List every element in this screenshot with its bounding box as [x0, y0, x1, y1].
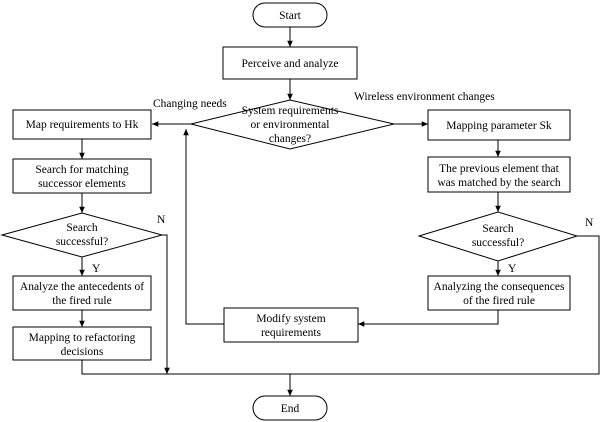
search-right-line1: Search	[482, 223, 514, 235]
label-right-no: N	[585, 217, 594, 229]
mapping-sk-node: Mapping parameter Sk	[427, 109, 571, 141]
start-label: Start	[279, 10, 302, 22]
decision-main-node: System requirements or environmental cha…	[190, 99, 395, 150]
perceive-node: Perceive and analyze	[222, 46, 358, 80]
label-right-yes: Y	[508, 263, 517, 275]
edge-labels: Changing needs Wireless environment chan…	[92, 91, 594, 275]
label-wireless-changes: Wireless environment changes	[354, 91, 495, 103]
search-left-node: Search successful?	[0, 212, 164, 258]
nodes: Start Perceive and analyze System requir…	[0, 2, 579, 421]
previous-element-line1: The previous element that	[439, 163, 560, 175]
end-node: End	[252, 395, 328, 421]
modify-line2: requirements	[261, 327, 322, 339]
decision-main-line3: changes?	[269, 133, 311, 145]
analyzing-consequences-line1: Analyzing the consequences	[434, 281, 565, 293]
edge-refactoring-merge	[81, 360, 290, 375]
analyzing-consequences-line2: of the fired rule	[463, 295, 535, 307]
decision-main-line2: or environmental	[251, 119, 330, 131]
previous-element-line2: was matched by the search	[437, 177, 561, 189]
edges	[79, 27, 600, 396]
edge-search-left-no	[162, 234, 170, 374]
end-label: End	[281, 403, 300, 415]
perceive-label: Perceive and analyze	[241, 58, 338, 70]
refactoring-line2: decisions	[61, 346, 104, 358]
previous-element-node: The previous element that was matched by…	[427, 156, 571, 193]
analyze-antecedents-line2: the fired rule	[52, 295, 111, 307]
search-successor-line2: successor elements	[38, 178, 126, 190]
label-changing-needs: Changing needs	[153, 98, 227, 110]
label-left-yes: Y	[92, 263, 101, 275]
mapping-sk-label: Mapping parameter Sk	[446, 120, 552, 132]
analyzing-consequences-node: Analyzing the consequences of the fired …	[427, 275, 571, 311]
start-node: Start	[252, 2, 328, 28]
search-right-node: Search successful?	[417, 211, 579, 262]
edge-analyzing-modify	[358, 310, 499, 327]
edge-search-right-no	[290, 235, 600, 375]
edge-modify-decision	[183, 129, 224, 325]
search-successor-node: Search for matching successor elements	[12, 158, 152, 194]
decision-main-line1: System requirements	[242, 105, 339, 117]
map-hk-node: Map requirements to Hk	[12, 109, 152, 140]
analyze-antecedents-line1: Analyze the antecedents of	[20, 281, 144, 293]
refactoring-line1: Mapping to refactoring	[29, 332, 136, 344]
search-successor-line1: Search for matching	[35, 164, 128, 176]
label-left-no: N	[157, 214, 166, 226]
search-left-line1: Search	[66, 222, 98, 234]
map-hk-label: Map requirements to Hk	[26, 119, 139, 131]
refactoring-node: Mapping to refactoring decisions	[12, 326, 152, 361]
modify-line1: Modify system	[256, 313, 325, 325]
search-right-line2: successful?	[472, 237, 524, 249]
analyze-antecedents-node: Analyze the antecedents of the fired rul…	[12, 275, 152, 311]
modify-node: Modify system requirements	[223, 307, 359, 343]
search-left-line2: successful?	[56, 236, 108, 248]
